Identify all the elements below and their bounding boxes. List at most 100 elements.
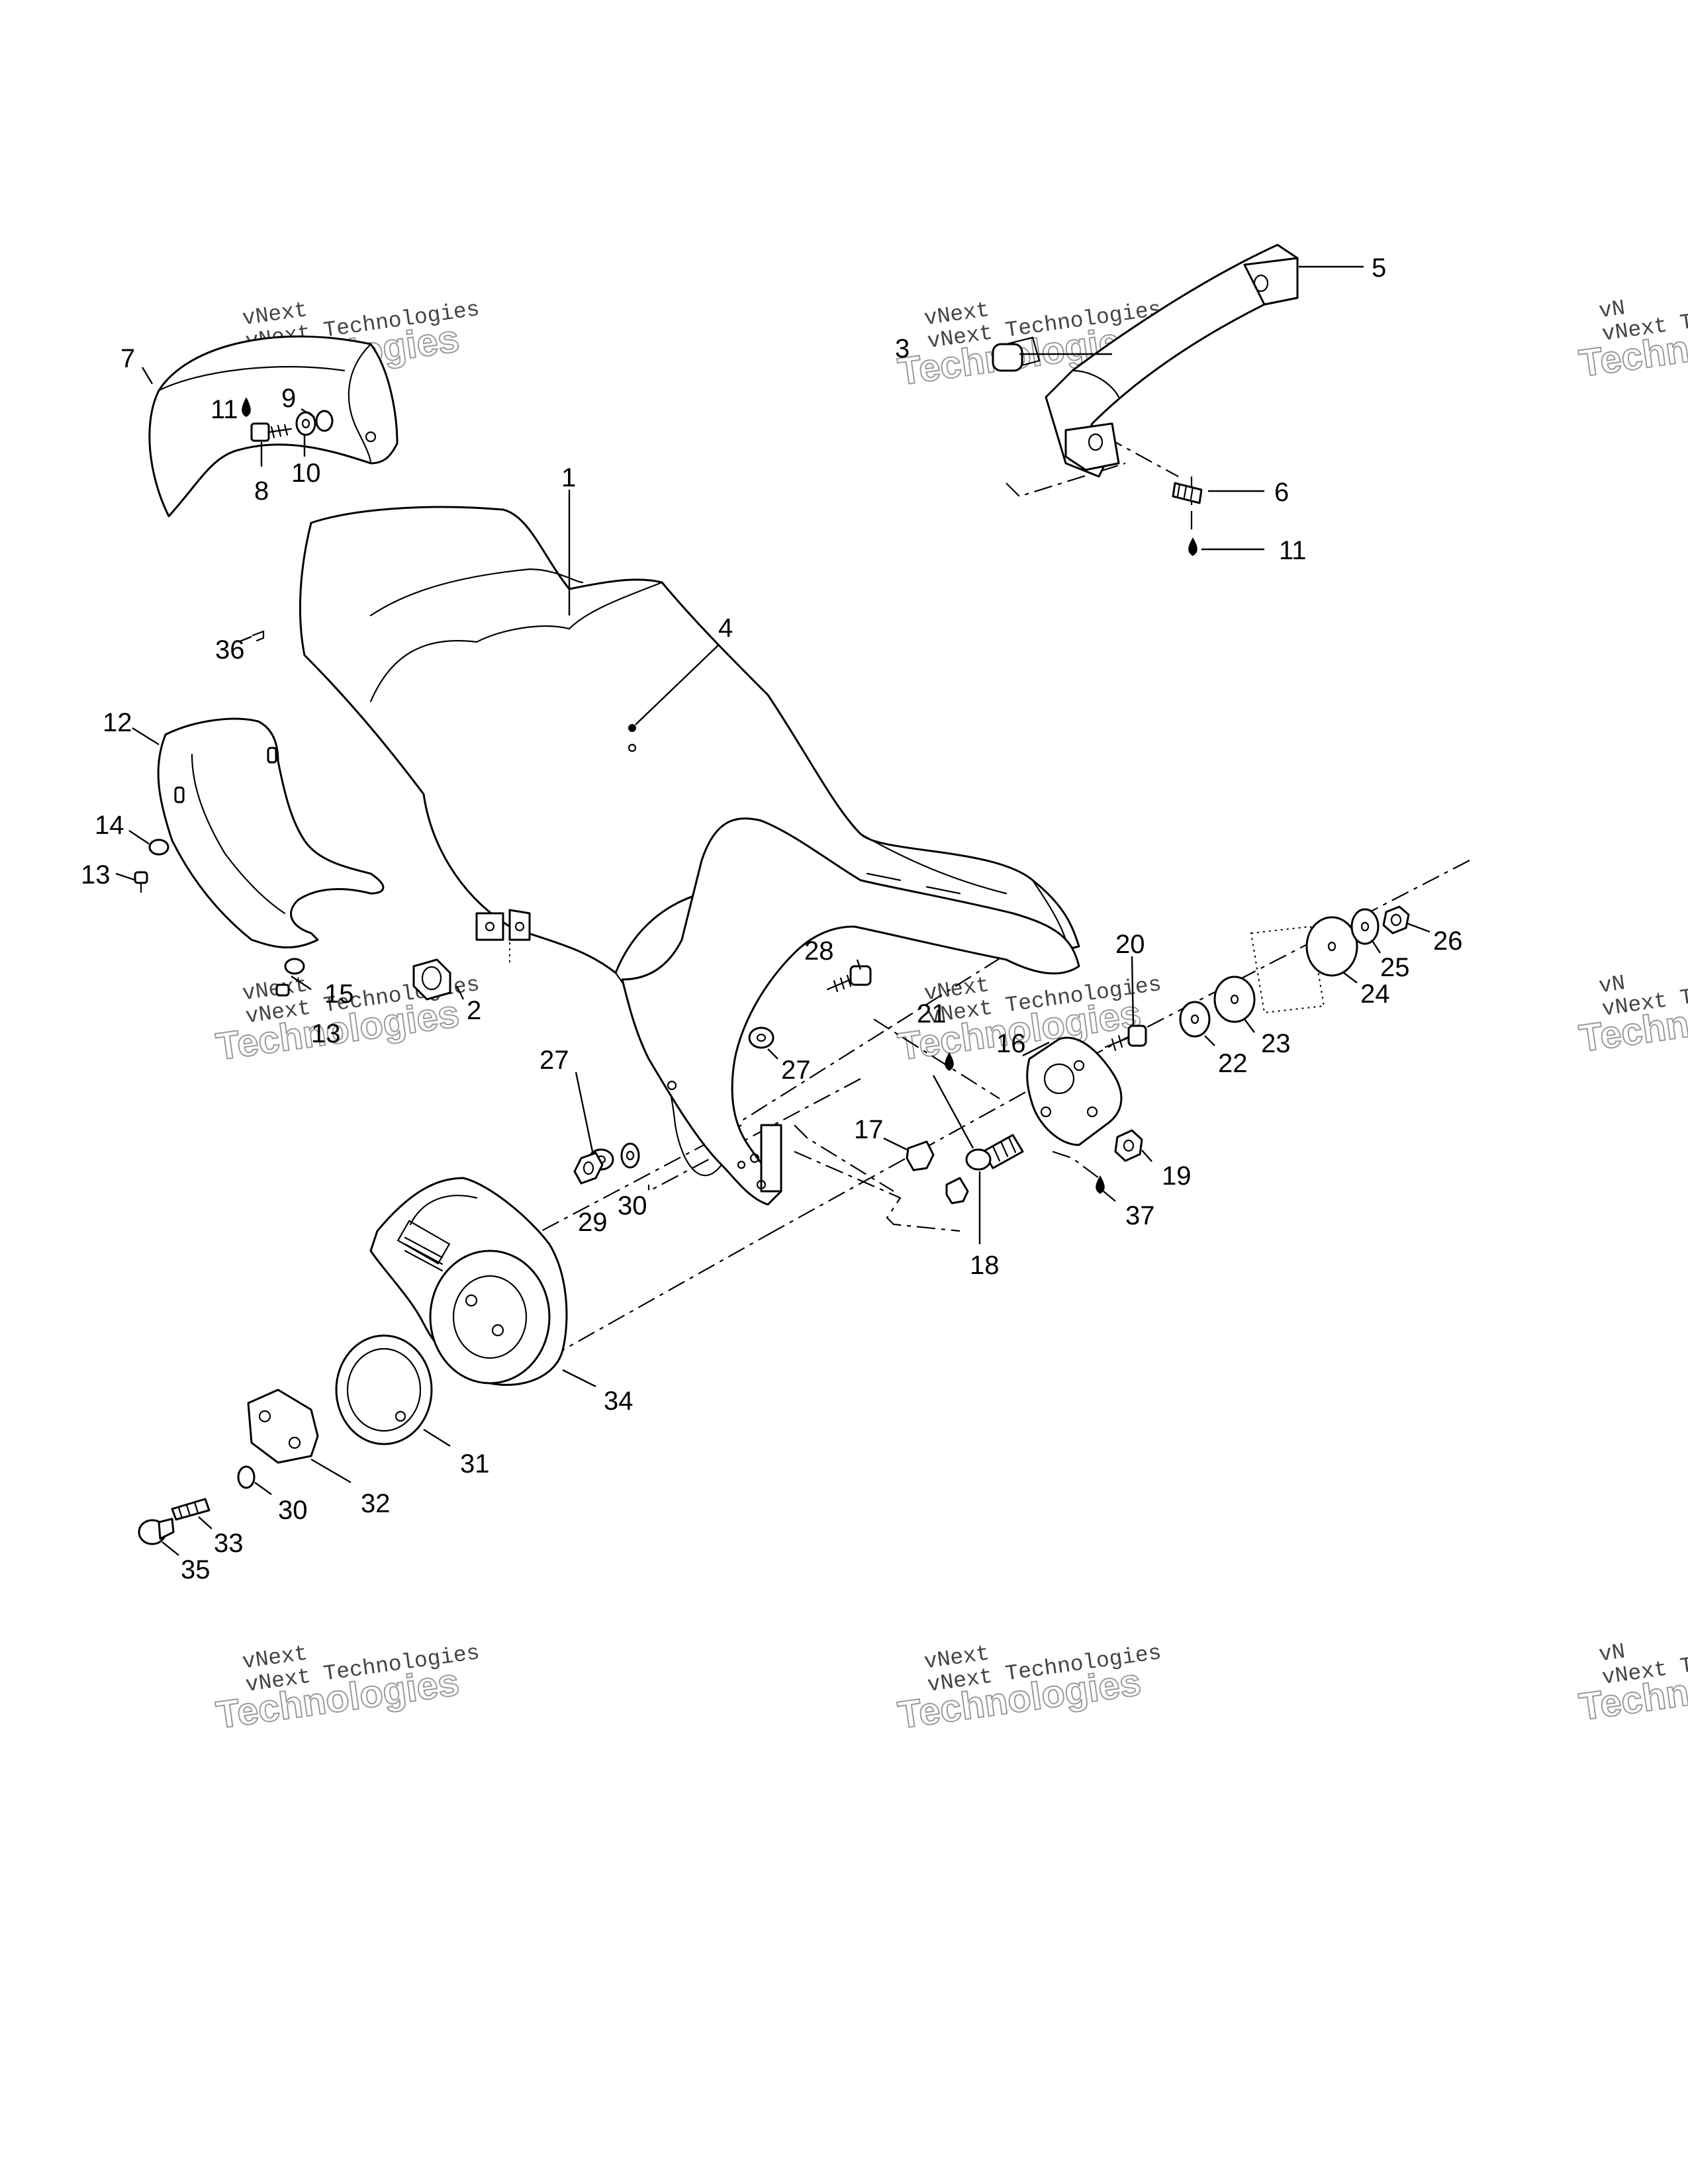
callout-31: 31 (460, 1449, 490, 1479)
callout-26: 26 (1433, 927, 1463, 956)
watermark-mid-right: vN vNext Te Techn (1576, 971, 1688, 1061)
callout-14: 14 (95, 811, 124, 840)
callout-6: 6 (1274, 478, 1289, 507)
callout-16: 16 (996, 1029, 1026, 1058)
part-20-bolt (1104, 1024, 1147, 1052)
callout-15: 15 (324, 979, 354, 1009)
callout-35: 35 (181, 1555, 211, 1584)
callout-5: 5 (1372, 253, 1386, 283)
leader-line (141, 367, 154, 385)
watermark-line: Techn (1577, 1670, 1688, 1729)
callout-19: 19 (1162, 1161, 1192, 1191)
callout-11: 11 (1279, 536, 1307, 565)
leader-line (310, 1458, 352, 1484)
part-1-seat (299, 506, 1080, 1206)
leader-line (1204, 1035, 1215, 1046)
part-30-washer (620, 1142, 640, 1169)
callout-7: 7 (120, 344, 135, 373)
part-14-washer (148, 839, 169, 856)
leader-line (1103, 1191, 1116, 1202)
callout-2: 2 (467, 996, 481, 1025)
callout-22: 22 (1218, 1049, 1248, 1078)
axis-line (647, 1078, 861, 1193)
leader-line (932, 1075, 974, 1149)
leader-line (1343, 972, 1358, 983)
callout-27: 27 (539, 1046, 569, 1075)
callout-28: 28 (804, 936, 834, 966)
callout-4: 4 (718, 614, 733, 643)
part-7-rear-cover (148, 335, 399, 518)
watermark-line: vN (1597, 1639, 1626, 1667)
callout-23: 23 (1261, 1029, 1291, 1058)
callout-29: 29 (578, 1208, 608, 1237)
watermark-bottom-left: vNext vNext Technologies Technologies (213, 1641, 481, 1738)
callout-11: 11 (211, 395, 238, 424)
part-24-washer (1305, 916, 1358, 977)
callout-30: 30 (278, 1496, 308, 1525)
leader-line (162, 1541, 179, 1556)
leader-line (291, 976, 312, 990)
axis-line (1085, 860, 1470, 1060)
callout-18: 18 (970, 1251, 1000, 1280)
callout-8: 8 (254, 477, 269, 506)
callout-17: 17 (854, 1115, 884, 1144)
leader-line (1141, 1150, 1152, 1162)
part-32-bracket (247, 1388, 319, 1464)
leader-line (883, 1137, 909, 1152)
part-29-nut (573, 1152, 604, 1185)
axis-line (1105, 436, 1179, 477)
leader-line (455, 985, 465, 1000)
part-18-pin (965, 1148, 992, 1171)
leader-line (132, 727, 160, 746)
part-16-bracket (1026, 1036, 1123, 1146)
callout-20: 20 (1115, 930, 1145, 959)
callout-37: 37 (1125, 1201, 1155, 1230)
part-22-washer (1179, 1001, 1211, 1038)
leader-line (1406, 922, 1430, 933)
leader-line (856, 959, 862, 970)
callout-27: 27 (781, 1056, 811, 1085)
part-36-clip (252, 630, 265, 642)
part-25-washer (1350, 908, 1380, 945)
axis-line (562, 1230, 775, 1351)
part-31-pulley (335, 1334, 433, 1445)
part-27-washer (748, 1026, 774, 1049)
callout-12: 12 (103, 708, 132, 737)
callout-34: 34 (604, 1387, 633, 1416)
leader-line (198, 1516, 212, 1529)
leader-line (238, 635, 252, 643)
leader-line (767, 1048, 778, 1060)
drop-icon (242, 397, 251, 417)
callout-9: 9 (281, 384, 296, 413)
axis-line (1006, 462, 1126, 498)
callout-10: 10 (291, 459, 321, 488)
part-23-washer (1213, 976, 1256, 1023)
part-5-grab-bar (1045, 244, 1299, 478)
watermark-line: Techn (1577, 1002, 1688, 1060)
leader-line (423, 1428, 451, 1447)
part-33-bolt (171, 1498, 211, 1521)
part-19-nut (1114, 1129, 1143, 1162)
part-30-washer (237, 1465, 256, 1489)
leader-line (1022, 1041, 1050, 1057)
part-9-washer (315, 410, 334, 432)
watermark-line: vN (1597, 296, 1626, 324)
watermark-line: Techn (1577, 327, 1688, 385)
axis-line (1052, 1150, 1100, 1179)
axis-line (794, 1150, 961, 1232)
leader-lines (115, 265, 1430, 1556)
seat-dot (628, 724, 636, 732)
leader-line (562, 1369, 596, 1388)
leader-line (115, 872, 136, 882)
leader-line (1131, 956, 1135, 1026)
part-17-clip (906, 1140, 969, 1205)
leader-line (128, 830, 150, 844)
callout-21: 21 (917, 999, 947, 1028)
part-34-belt-guard (369, 1177, 568, 1387)
callout-30: 30 (618, 1191, 647, 1220)
part-8-bolt (250, 422, 293, 442)
leader-line (301, 408, 315, 418)
callout-13: 13 (81, 860, 111, 889)
